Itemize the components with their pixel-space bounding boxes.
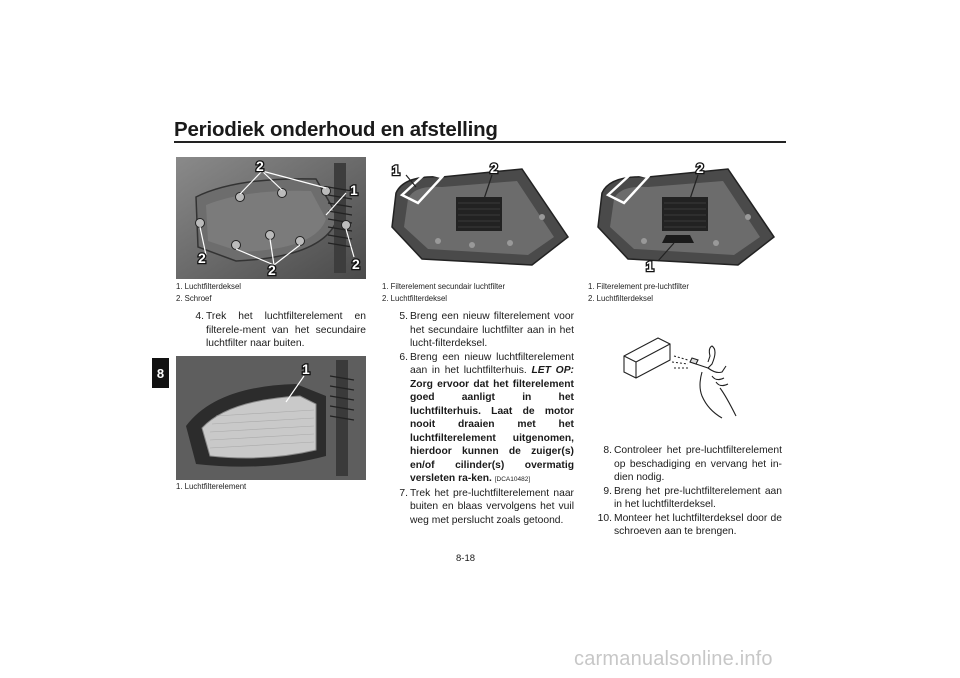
callout-cover: 2: [696, 160, 704, 176]
step-text: Breng een nieuw filterelement voor het s…: [410, 311, 574, 349]
caption-line: 1. Luchtfilterelement: [176, 482, 247, 491]
step-6: 6.Breng een nieuw luchtfilterelement aan…: [388, 351, 574, 487]
photo-air-filter-element: 1: [176, 356, 366, 480]
caption-line: 2. Luchtfilterdeksel: [588, 293, 654, 303]
step-5: 5.Breng een nieuw filterelement voor het…: [388, 310, 574, 351]
step-number: 6.: [399, 351, 408, 363]
page-number: 8-18: [456, 553, 476, 564]
photo-air-filter-cover: 2 1 2 2 2: [176, 157, 366, 279]
chapter-tab: 8: [152, 358, 169, 388]
step-number: 10.: [597, 512, 612, 524]
step-number: 7.: [399, 487, 408, 499]
watermark: carmanualsonline.info: [574, 648, 773, 670]
illustration-compressed-air: [612, 326, 752, 422]
step-number: 4.: [195, 311, 204, 322]
figure-caption: 1. Luchtfilterdeksel 2. Schroef: [176, 281, 241, 304]
caption-line: 1. Filterelement pre-luchtfilter: [588, 282, 689, 291]
step-text: Trek het luchtfilterelement en filterele…: [206, 311, 366, 349]
caption-line: 1. Filterelement secundair luchtfilter: [382, 282, 506, 291]
steps-8-10: 8.Controleer het pre-luchtfilterelement …: [592, 444, 782, 539]
notice-code: [DCA10482]: [494, 476, 531, 483]
step-text: Trek het pre-luchtfilterelement naar bui…: [410, 487, 574, 526]
notice-label: LET OP:: [531, 365, 574, 376]
steps-5-7: 5.Breng een nieuw filterelement voor het…: [388, 310, 574, 527]
step-7: 7.Trek het pre-luchtfilterelement naar b…: [388, 487, 574, 528]
callout-cover: 1: [350, 182, 358, 198]
step-text: Monteer het luchtfilterdeksel door de sc…: [614, 512, 782, 538]
step-number: 9.: [603, 485, 612, 497]
photo-pre-filter: 2 1: [588, 157, 780, 279]
figure-caption: 1. Luchtfilterelement: [176, 481, 246, 493]
photo-secondary-filter: 1 2: [382, 157, 574, 279]
caption-line: 2. Schroef: [176, 293, 212, 303]
notice-text: Zorg ervoor dat het filterelement goed a…: [410, 378, 574, 485]
callout-screw: 2: [352, 256, 360, 272]
caption-line: 2. Luchtfilterdeksel: [382, 293, 448, 303]
step-text: Controleer het pre-luchtfilterelement op…: [614, 445, 782, 483]
title-divider: [174, 141, 786, 143]
step-9: 9.Breng het pre-luchtfilterelement aan i…: [592, 485, 782, 512]
step-8: 8.Controleer het pre-luchtfilterelement …: [592, 444, 782, 485]
callout-secondary-filter: 1: [392, 162, 400, 178]
caption-line: 1. Luchtfilterdeksel: [176, 282, 242, 291]
callout-cover: 2: [490, 160, 498, 176]
callout-pre-filter: 1: [646, 258, 654, 274]
step-4: 4.Trek het luchtfilterelement en filtere…: [184, 310, 366, 351]
step-10: 10.Monteer het luchtfilterdeksel door de…: [592, 512, 782, 539]
step-number: 5.: [399, 311, 408, 322]
step-text: Breng een nieuw luchtfilterelement aan i…: [410, 351, 574, 377]
callout-screw: 2: [198, 250, 206, 266]
step-text: Breng het pre-luchtfilterelement aan in …: [614, 485, 782, 511]
figure-caption: 1. Filterelement secundair luchtfilter 2…: [382, 281, 505, 304]
step-number: 8.: [603, 445, 612, 456]
page-title: Periodiek onderhoud en afstelling: [174, 118, 498, 141]
callout-filter-element: 1: [302, 361, 310, 377]
callout-screw: 2: [256, 158, 264, 174]
callout-screw: 2: [268, 262, 276, 278]
figure-caption: 1. Filterelement pre-luchtfilter 2. Luch…: [588, 281, 689, 304]
